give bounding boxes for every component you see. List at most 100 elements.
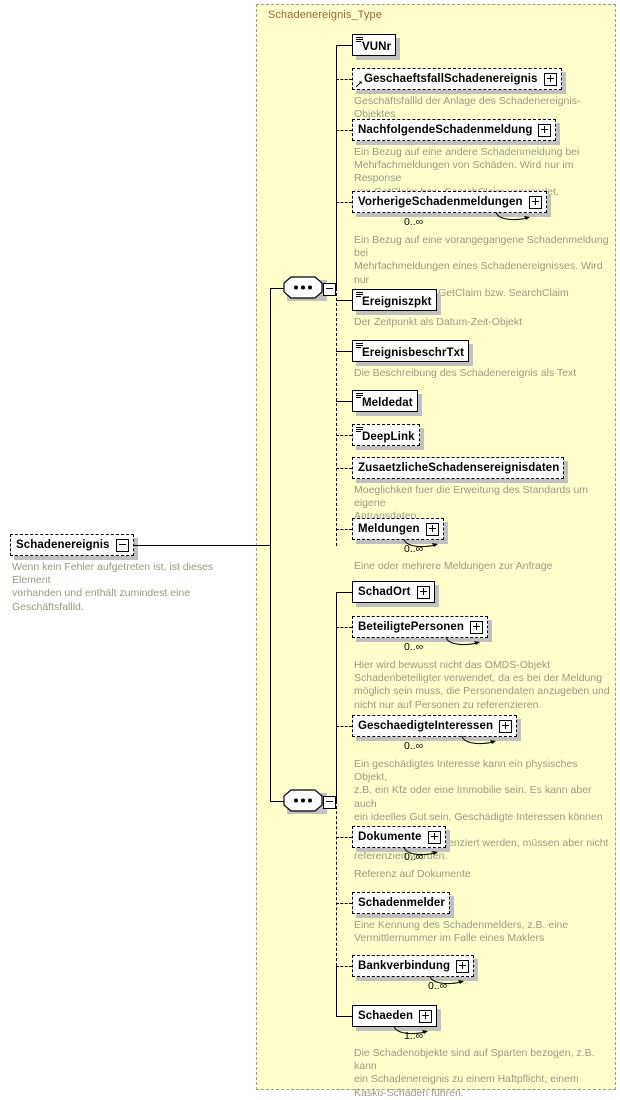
node-zusaetzlicheschadensereignisdaten[interactable]: ZusaetzlicheSchadensereignisdaten: [352, 457, 569, 483]
node-label: SchadOrt: [358, 586, 411, 598]
node-label: VUNr: [362, 40, 392, 53]
root-element-documentation: Wenn kein Fehler aufgetreten ist, ist di…: [12, 561, 214, 613]
node-box[interactable]: Schadenmelder: [352, 892, 450, 914]
node-box[interactable]: Schaeden: [352, 1005, 438, 1027]
connector-root-to-trunk: [129, 545, 271, 546]
expand-plus-icon[interactable]: [538, 123, 552, 137]
node-box[interactable]: EreignisbeschrTxt: [352, 340, 470, 362]
node-label: Ereigniszpkt: [362, 295, 432, 308]
node-box[interactable]: GeschaeftsfallSchadenereignis: [352, 68, 562, 90]
node-box[interactable]: DeepLink: [352, 424, 420, 446]
expand-plus-icon[interactable]: [416, 585, 430, 599]
node-documentation: Die Schadenobjekte sind auf Sparten bezo…: [354, 1047, 595, 1099]
node-bankverbindung[interactable]: Bankverbindung: [352, 955, 479, 985]
node-box[interactable]: VorherigeSchadenmeldungen: [352, 191, 547, 213]
node-schadenmelder[interactable]: Schadenmelder: [352, 892, 454, 918]
expand-plus-icon[interactable]: [456, 959, 470, 973]
node-label: NachfolgendeSchadenmeldung: [358, 124, 533, 136]
node-box[interactable]: BeteiligtePersonen: [352, 616, 488, 638]
expand-plus-icon[interactable]: [528, 195, 542, 209]
connector-bankverbindung: [336, 966, 352, 967]
root-element-label: Schadenereignis: [16, 539, 110, 551]
connector-branch2-solid-bottom: [336, 966, 337, 1016]
connector-meldungen: [336, 529, 352, 530]
connector-schaeden: [336, 1016, 352, 1017]
root-element-box[interactable]: Schadenereignis: [10, 534, 134, 556]
expand-plus-icon[interactable]: [543, 72, 557, 86]
node-box[interactable]: Meldedat: [352, 390, 418, 412]
compositor-collapse-minus-icon[interactable]: [323, 796, 336, 809]
connector-nachfolgendeschadenmeldung: [336, 130, 352, 131]
connector-ereigniszpkt: [336, 300, 352, 301]
node-occurs: 0..∞: [404, 216, 424, 228]
node-label: GeschaedigteInteressen: [358, 720, 494, 732]
connector-vunr: [336, 45, 352, 46]
node-box[interactable]: VUNr: [352, 34, 397, 56]
node-geschaedigteinteressen[interactable]: GeschaedigteInteressen: [352, 715, 522, 745]
node-vunr[interactable]: VUNr: [352, 34, 401, 60]
type-panel-title: Schadenereignis_Type: [268, 9, 382, 21]
node-box[interactable]: GeschaedigteInteressen: [352, 715, 518, 737]
collapse-minus-icon[interactable]: [115, 538, 129, 552]
connector-geschaedigteinteressen: [336, 726, 352, 727]
simple-type-lines-icon: [356, 393, 363, 398]
sequence-compositor-2[interactable]: [283, 789, 339, 814]
node-box[interactable]: Ereigniszpkt: [352, 289, 437, 311]
node-box[interactable]: Dokumente: [352, 826, 446, 848]
node-occurs: 0..∞: [428, 980, 448, 992]
node-label: VorherigeSchadenmeldungen: [358, 196, 523, 208]
node-meldedat[interactable]: Meldedat: [352, 390, 422, 416]
node-label: Meldungen: [358, 523, 420, 535]
expand-plus-icon[interactable]: [469, 620, 483, 634]
sequence-icon: [283, 789, 323, 812]
node-occurs: 0..∞: [404, 740, 424, 752]
node-nachfolgendeschadenmeldung[interactable]: NachfolgendeSchadenmeldung: [352, 119, 561, 145]
node-geschaeftsfallschadenereignis[interactable]: GeschaeftsfallSchadenereignis: [352, 68, 566, 94]
node-vorherigeschadenmeldungen[interactable]: VorherigeSchadenmeldungen: [352, 191, 551, 221]
node-box[interactable]: NachfolgendeSchadenmeldung: [352, 119, 557, 141]
root-element-schadenereignis[interactable]: Schadenereignis: [10, 534, 138, 560]
node-meldungen[interactable]: Meldungen: [352, 518, 448, 548]
node-ereigniszpkt[interactable]: Ereigniszpkt: [352, 289, 441, 315]
simple-type-lines-icon: [356, 343, 363, 348]
connector-dokumente: [336, 837, 352, 838]
node-occurs: 0..∞: [404, 641, 424, 653]
node-box[interactable]: Bankverbindung: [352, 955, 475, 977]
node-schaeden[interactable]: Schaeden: [352, 1005, 442, 1035]
sequence-compositor-1[interactable]: [283, 276, 339, 301]
node-label: Schadenmelder: [358, 897, 445, 909]
node-documentation: Hier wird bewusst nicht das OMDS-Objekt …: [354, 659, 610, 711]
node-label: Meldedat: [362, 396, 413, 409]
compositor-collapse-minus-icon[interactable]: [323, 283, 336, 296]
simple-type-lines-icon: [356, 427, 363, 432]
expand-plus-icon[interactable]: [499, 719, 513, 733]
connector-branch2-dashed: [336, 801, 337, 966]
node-documentation: Moeglichkeit fuer die Erweitung des Stan…: [354, 484, 589, 523]
connector-zusaetzlicheschadensereignisdaten: [336, 468, 352, 469]
node-documentation: Der Zeitpunkt als Datum-Zeit-Objekt: [354, 316, 523, 328]
node-ereignisbeschrtxt[interactable]: EreignisbeschrTxt: [352, 340, 474, 366]
node-label: Bankverbindung: [358, 960, 451, 972]
node-documentation: Geschäftsfallld der Anlage des Schadener…: [354, 95, 581, 121]
node-box[interactable]: Meldungen: [352, 518, 444, 540]
node-occurs: 0..∞: [404, 543, 424, 555]
node-schadort[interactable]: SchadOrt: [352, 581, 439, 607]
reference-arrow-icon: [355, 81, 362, 88]
expand-plus-icon[interactable]: [425, 522, 439, 536]
node-label: GeschaeftsfallSchadenereignis: [364, 73, 538, 85]
expand-plus-icon[interactable]: [427, 830, 441, 844]
node-dokumente[interactable]: Dokumente: [352, 826, 450, 856]
node-box[interactable]: ZusaetzlicheSchadensereignisdaten: [352, 457, 565, 479]
simple-type-lines-icon: [356, 37, 363, 42]
node-documentation: Eine Kennung des Schadenmelders, z.B. ei…: [354, 919, 569, 945]
expand-plus-icon[interactable]: [419, 1009, 433, 1023]
connector-schadenmelder: [336, 903, 352, 904]
node-label: ZusaetzlicheSchadensereignisdaten: [358, 462, 560, 474]
node-beteiligtepersonen[interactable]: BeteiligtePersonen: [352, 616, 492, 646]
node-occurs: 1..∞: [404, 1030, 424, 1042]
node-box[interactable]: SchadOrt: [352, 581, 435, 603]
connector-beteiligtepersonen: [336, 627, 352, 628]
node-documentation: Referenz auf Dokumente: [354, 868, 471, 880]
simple-type-lines-icon: [356, 292, 363, 297]
node-deeplink[interactable]: DeepLink: [352, 424, 424, 450]
